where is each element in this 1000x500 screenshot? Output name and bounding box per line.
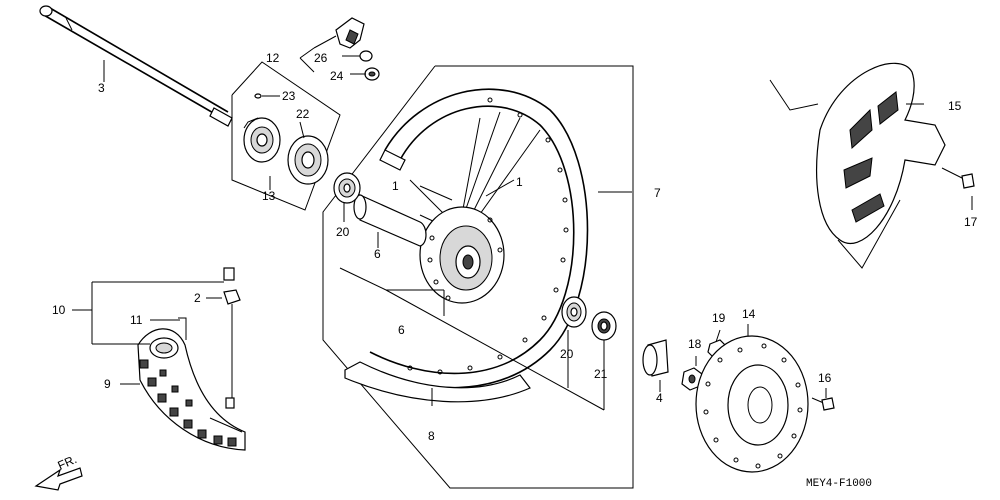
bearing-20-lower xyxy=(561,296,587,328)
bolt-16 xyxy=(811,397,835,411)
brake-disc xyxy=(695,335,809,473)
nut-clip-group xyxy=(335,17,380,81)
callout-22: 22 xyxy=(296,107,310,121)
callout-6b: 6 xyxy=(398,323,405,337)
front-axle xyxy=(39,5,233,127)
callout-12: 12 xyxy=(266,51,280,65)
callout-labels: 3 12 26 24 23 22 13 1 1 7 20 6 6 20 21 8… xyxy=(52,51,978,490)
callout-24: 24 xyxy=(330,69,344,83)
callout-10: 10 xyxy=(52,303,66,317)
diagram-code: MEY4-F1000 xyxy=(806,478,872,490)
callout-6a: 6 xyxy=(374,247,381,261)
callout-4: 4 xyxy=(656,391,663,405)
callout-2: 2 xyxy=(194,291,201,305)
callout-21: 21 xyxy=(594,367,608,381)
wheel-assembly-frame xyxy=(322,65,634,489)
callout-20a: 20 xyxy=(336,225,350,239)
callout-1b: 1 xyxy=(516,175,523,189)
bearing-20-upper xyxy=(333,172,361,204)
distance-collar xyxy=(353,194,427,247)
callout-23: 23 xyxy=(282,89,296,103)
side-collar xyxy=(642,339,669,377)
callout-15: 15 xyxy=(948,99,962,113)
inner-tube xyxy=(149,317,187,359)
callout-16: 16 xyxy=(818,371,832,385)
callout-7: 7 xyxy=(654,186,661,200)
front-tire xyxy=(137,328,246,451)
callout-14: 14 xyxy=(742,307,756,321)
front-wheel-rim xyxy=(344,88,589,403)
callout-9: 9 xyxy=(104,377,111,391)
front-direction-arrow xyxy=(34,467,83,491)
bearing-seal-group xyxy=(231,61,341,211)
leader-lines xyxy=(72,35,973,411)
nut-18 xyxy=(681,367,703,391)
callout-26: 26 xyxy=(314,51,328,65)
callout-3: 3 xyxy=(98,81,105,95)
callout-18: 18 xyxy=(688,337,702,351)
callout-1a: 1 xyxy=(392,179,399,193)
callout-20b: 20 xyxy=(560,347,574,361)
callout-13: 13 xyxy=(262,189,276,203)
dust-seal-21 xyxy=(591,311,617,341)
callout-17: 17 xyxy=(964,215,978,229)
callout-19: 19 xyxy=(712,311,726,325)
bolt-17 xyxy=(941,167,975,189)
disc-cover xyxy=(769,62,946,269)
callout-11: 11 xyxy=(130,313,143,327)
valve-and-rim-band xyxy=(223,267,241,409)
callout-8: 8 xyxy=(428,429,435,443)
